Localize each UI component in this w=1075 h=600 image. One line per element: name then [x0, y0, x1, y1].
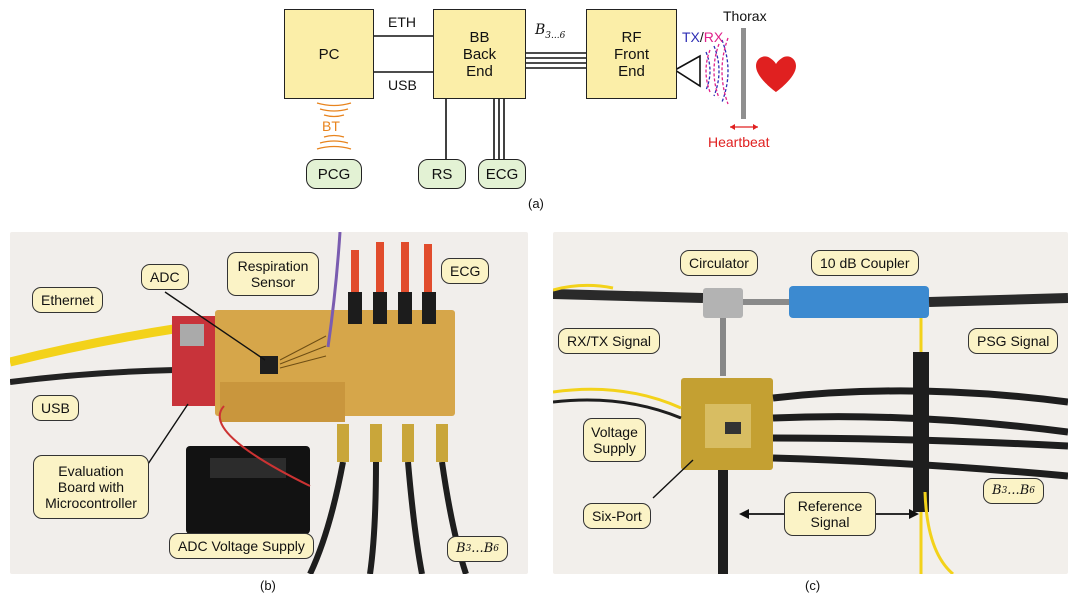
voltage-line-1: Voltage — [591, 424, 638, 440]
reference-line-1: Reference — [797, 498, 863, 514]
eval-line-3: Microcontroller — [45, 495, 137, 511]
tag-reference-signal: Reference Signal — [784, 492, 876, 536]
bb-label-1: BB — [469, 28, 490, 46]
thorax-wall — [741, 28, 746, 119]
eval-line-2: Board with — [57, 479, 125, 495]
reference-line-2: Signal — [810, 514, 850, 530]
thorax-label: Thorax — [723, 8, 767, 24]
tag-ethernet: Ethernet — [32, 287, 103, 313]
ecg-label: ECG — [485, 165, 519, 183]
pcg-label: PCG — [317, 165, 351, 183]
pc-label: PC — [318, 45, 340, 63]
eth-label: ETH — [388, 14, 416, 30]
txrx-label: TX/RX — [682, 29, 723, 45]
tag-adc-voltage-supply: ADC Voltage Supply — [169, 533, 314, 559]
voltage-line-2: Supply — [593, 440, 636, 456]
tag-circulator: Circulator — [680, 250, 758, 276]
pc-block: PC — [284, 9, 374, 99]
rf-label-1: RF — [621, 28, 642, 46]
tx-text: TX — [682, 29, 700, 45]
bus-label: B3...6 — [535, 22, 566, 41]
tag-voltage-supply: Voltage Supply — [583, 418, 646, 462]
tag-adc: ADC — [141, 264, 189, 290]
rx-text: RX — [703, 29, 724, 45]
antenna-icon — [673, 54, 701, 88]
tag-six-port: Six-Port — [583, 503, 651, 529]
rf-label-2: Front — [613, 45, 649, 63]
circulator-body — [703, 288, 743, 318]
pcg-block: PCG — [306, 159, 362, 189]
eval-line-1: Evaluation — [58, 463, 124, 479]
rf-frontend-block: RF Front End — [586, 9, 677, 99]
tag-respiration-sensor: Respiration Sensor — [227, 252, 319, 296]
caption-c: (c) — [805, 578, 821, 593]
bt-label: BT — [322, 118, 340, 134]
ecg-block: ECG — [478, 159, 526, 189]
bb-label-2: Back — [462, 45, 497, 63]
bluetooth-waves-icon — [316, 102, 352, 150]
tag-10db-coupler: 10 dB Coupler — [811, 250, 919, 276]
rs-label: RS — [431, 165, 453, 183]
baseband-board-illustration — [10, 232, 469, 574]
rf-label-3: End — [618, 62, 645, 80]
respiration-line-2: Sensor — [250, 274, 296, 290]
bb-label-3: End — [466, 62, 493, 80]
coupler-body — [789, 286, 929, 318]
tag-ecg: ECG — [441, 258, 490, 284]
respiration-line-1: Respiration — [237, 258, 309, 274]
tag-psg-signal: PSG Signal — [968, 328, 1059, 354]
slash-text: / — [699, 29, 704, 45]
heart-icon — [756, 56, 796, 92]
tag-usb: USB — [32, 395, 79, 421]
tag-rxtx-signal: RX/TX Signal — [558, 328, 661, 354]
rf-frontend-illustration — [553, 283, 1068, 574]
tag-evaluation-board: Evaluation Board with Microcontroller — [33, 455, 149, 519]
caption-a: (a) — [528, 196, 544, 211]
bb-backend-block: BB Back End — [433, 9, 526, 99]
heartbeat-label: Heartbeat — [708, 134, 770, 150]
rs-block: RS — [418, 159, 466, 189]
caption-b: (b) — [260, 578, 276, 593]
usb-label: USB — [388, 77, 417, 93]
